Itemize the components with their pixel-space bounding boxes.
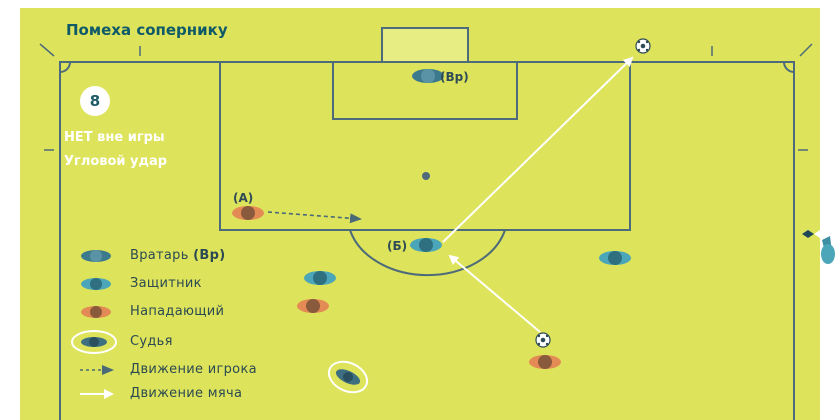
legend-attacker-icon <box>81 306 111 318</box>
legend-defender: Защитник <box>130 276 202 291</box>
defender-icon <box>304 271 336 285</box>
legend-defender-icon <box>81 278 111 290</box>
attacker-icon <box>232 206 264 220</box>
attacker-icon <box>529 355 561 369</box>
label-defender: (Б) <box>387 239 408 253</box>
defender-icon <box>599 251 631 265</box>
referee-icon <box>327 360 369 394</box>
pitch <box>20 8 820 420</box>
penalty-spot <box>422 172 430 180</box>
ball-icon <box>535 332 551 348</box>
scenario-number-badge: 8 <box>80 86 110 116</box>
legend-goalkeeper-suffix: (Вр) <box>193 248 226 263</box>
corner-arc-right <box>783 61 795 73</box>
corner-mark-left <box>39 43 55 57</box>
goal <box>381 27 469 63</box>
penalty-arc <box>349 229 506 277</box>
attacker-icon <box>297 299 329 313</box>
legend-referee-icon <box>71 330 117 354</box>
goal-area <box>332 61 518 120</box>
note-no-offside: НЕТ вне игры <box>64 130 165 145</box>
diagram-title: Помеха сопернику <box>66 21 228 39</box>
label-goalkeeper: (Вр) <box>440 70 469 84</box>
legend-goalkeeper-icon <box>81 250 111 262</box>
ball-icon <box>635 38 651 54</box>
corner-arc-left <box>59 61 71 73</box>
legend-referee: Судья <box>130 334 173 349</box>
legend-attacker: Нападающий <box>130 304 225 319</box>
legend-goalkeeper: Вратарь (Вр) <box>130 248 225 263</box>
player-movement-arrow <box>267 211 362 224</box>
label-attacker: (А) <box>233 191 254 205</box>
corner-mark-right <box>799 43 813 57</box>
assistant-referee-icon <box>821 244 835 264</box>
legend-goalkeeper-text: Вратарь <box>130 248 189 263</box>
ball-path-arrow-1 <box>448 254 541 333</box>
goalkeeper-icon <box>412 69 444 83</box>
legend-player-movement: Движение игрока <box>130 362 257 377</box>
defender-icon <box>410 238 442 252</box>
ball-path-arrow-2 <box>442 56 634 243</box>
note-corner-kick: Угловой удар <box>64 154 168 169</box>
legend-ball-movement: Движение мяча <box>130 386 243 401</box>
